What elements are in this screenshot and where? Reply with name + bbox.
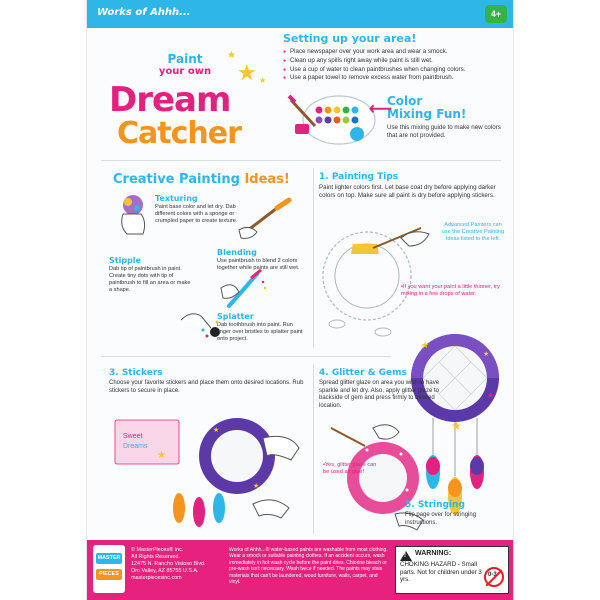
list-item: Use a cup of water to clean paintbrushes… [283, 66, 507, 75]
sponge-hand-illustration [121, 195, 146, 235]
company-line: © MasterPieces® Inc. [131, 547, 184, 553]
svg-text:Sweet: Sweet [123, 433, 143, 440]
warning-icon: ! [400, 551, 412, 561]
company-info: © MasterPieces® Inc. All Rights Reserved… [131, 547, 223, 582]
brush-hand-illustration [238, 197, 292, 239]
technique-stipple: Stipple Dab tip of paintbrush in paint. … [109, 256, 195, 294]
brand-logo: Works of Ahhh... [97, 7, 191, 18]
stipple-hand-illustration [180, 313, 220, 338]
svg-text:★: ★ [483, 350, 489, 358]
step-text: Choose your favorite stickers and place … [109, 380, 304, 394]
masterpieces-logo: MASTER PIECES [93, 545, 125, 593]
svg-text:★: ★ [157, 450, 166, 461]
divider [101, 160, 501, 161]
paint-palette-illustration [287, 94, 376, 145]
logo-line: MASTER [96, 553, 122, 564]
title-subheading: Paint your own [145, 52, 225, 77]
divider [101, 356, 391, 357]
no-children-age: 0-3 [488, 572, 497, 578]
color-mixing-title-2: Mixing Fun! [387, 107, 467, 121]
svg-text:Dreams: Dreams [123, 443, 148, 450]
star-icon: ★ [259, 76, 267, 85]
technique-splatter: Splatter Dab toothbrush into paint. Run … [217, 312, 305, 343]
technique-blending: Blending Use paintbrush to blend 2 color… [217, 248, 301, 272]
setup-list: Place newspaper over your work area and … [283, 48, 507, 83]
warning-title: WARNING: [415, 550, 452, 557]
technique-text: Paint base color and let dry. Dab differ… [155, 204, 238, 224]
advanced-painters-note: Advanced Painters can use the Creative P… [441, 222, 505, 242]
color-mixing-text: Use this mixing guide to make new colors… [387, 124, 501, 139]
creative-title-b: Ideas! [244, 172, 290, 187]
technique-text: Use paintbrush to blend 2 colors togethe… [217, 258, 300, 271]
company-line: masterpiecesinc.com [131, 574, 182, 581]
company-line: 12475 N. Rancho Vistoso Blvd. [131, 560, 206, 567]
top-banner: Works of Ahhh... 4+ [87, 0, 513, 28]
painting-tips-text: Paint lighter colors first. Let base coa… [319, 184, 496, 199]
step-stickers: 3. Stickers Choose your favorite sticker… [109, 368, 305, 395]
technique-name: Blending [217, 248, 257, 257]
svg-text:★: ★ [253, 482, 259, 490]
age-badge: 4+ [485, 5, 507, 23]
product-title: Paint your own Dream Catcher [109, 52, 299, 151]
step-heading: 3. Stickers [109, 368, 163, 378]
dreamcatcher-painting-illustration [322, 227, 430, 337]
divider [313, 364, 314, 534]
warning-text: CHOKING HAZARD - Small parts. Not for ch… [400, 561, 482, 584]
paint-disclaimer: Works of Ahhh...® water-based paints are… [229, 547, 388, 586]
glitter-illustration [330, 424, 424, 531]
step-stringing: 5. Stringing Flip page over for stringin… [405, 500, 509, 527]
glitter-glue-note: •Yes, glitter glaze can be used as glue! [323, 462, 377, 475]
creative-title-a: Creative Painting [113, 172, 240, 187]
technique-text: Dab toothbrush into paint. Run finger ov… [217, 322, 303, 342]
step-heading: 4. Glitter & Gems [319, 368, 407, 378]
list-item: Clean up any spills right away while pai… [283, 57, 507, 66]
company-line: Oro Valley, AZ 85755 U.S.A. [131, 567, 199, 574]
no-children-icon: 0-3 [484, 567, 504, 587]
arrow-icon: ⟵ [369, 101, 392, 118]
painting-tips: 1. Painting Tips Paint lighter colors fi… [319, 172, 509, 200]
technique-name: Splatter [217, 312, 254, 321]
divider [313, 168, 314, 348]
color-mixing-title-1: Color [387, 94, 423, 108]
technique-text: Dab tip of paintbrush in paint. Create t… [109, 266, 191, 293]
star-icon: ★ [237, 60, 257, 85]
svg-text:★: ★ [421, 340, 429, 350]
painting-tips-heading: 1. Painting Tips [319, 172, 399, 182]
creative-ideas-title: Creative Painting Ideas! [113, 172, 290, 187]
technique-texturing: Texturing Paint base color and let dry. … [155, 194, 239, 225]
logo-line: PIECES [96, 569, 122, 580]
list-item: Use a paper towel to remove excess water… [283, 74, 507, 83]
toothbrush-hand-illustration [220, 268, 267, 308]
instruction-sheet: Works of Ahhh... 4+ Paint your own Dream… [86, 0, 514, 600]
title-catcher: Catcher [117, 116, 242, 151]
color-mixing-section: ⟵ Color Mixing Fun! Use this mixing guid… [369, 94, 511, 140]
footer: MASTER PIECES © MasterPieces® Inc. All R… [87, 540, 513, 600]
finished-dreamcatcher-illustration: ★ ★ ★ ★ [411, 334, 499, 515]
title-dream: Dream [109, 80, 231, 120]
svg-text:★: ★ [213, 426, 219, 434]
title-paint: Paint [167, 52, 203, 66]
step-text: Spread glitter glaze on area you wish to… [319, 380, 440, 409]
step-heading: 5. Stringing [405, 500, 465, 510]
choking-hazard-warning: ! WARNING: CHOKING HAZARD - Small parts.… [395, 546, 509, 594]
step-text: Flip page over for stringing instruction… [405, 512, 477, 526]
list-item: Place newspaper over your work area and … [283, 48, 507, 57]
setup-section: Setting up your area! Place newspaper ov… [283, 28, 507, 83]
stickers-illustration: Sweet Dreams ★ ★ ★ [114, 418, 300, 527]
step-glitter-gems: 4. Glitter & Gems Spread glitter glaze o… [319, 368, 449, 410]
star-icon: ★ [227, 50, 236, 61]
svg-text:★: ★ [451, 419, 462, 433]
company-line: All Rights Reserved. [131, 553, 180, 560]
svg-text:★: ★ [487, 391, 494, 400]
thinner-paint-tip: •If you want your paint a little thinner… [401, 284, 500, 297]
title-your-own: your own [158, 66, 212, 77]
technique-name: Stipple [109, 256, 141, 265]
setup-heading: Setting up your area! [283, 32, 417, 45]
technique-name: Texturing [155, 194, 198, 203]
